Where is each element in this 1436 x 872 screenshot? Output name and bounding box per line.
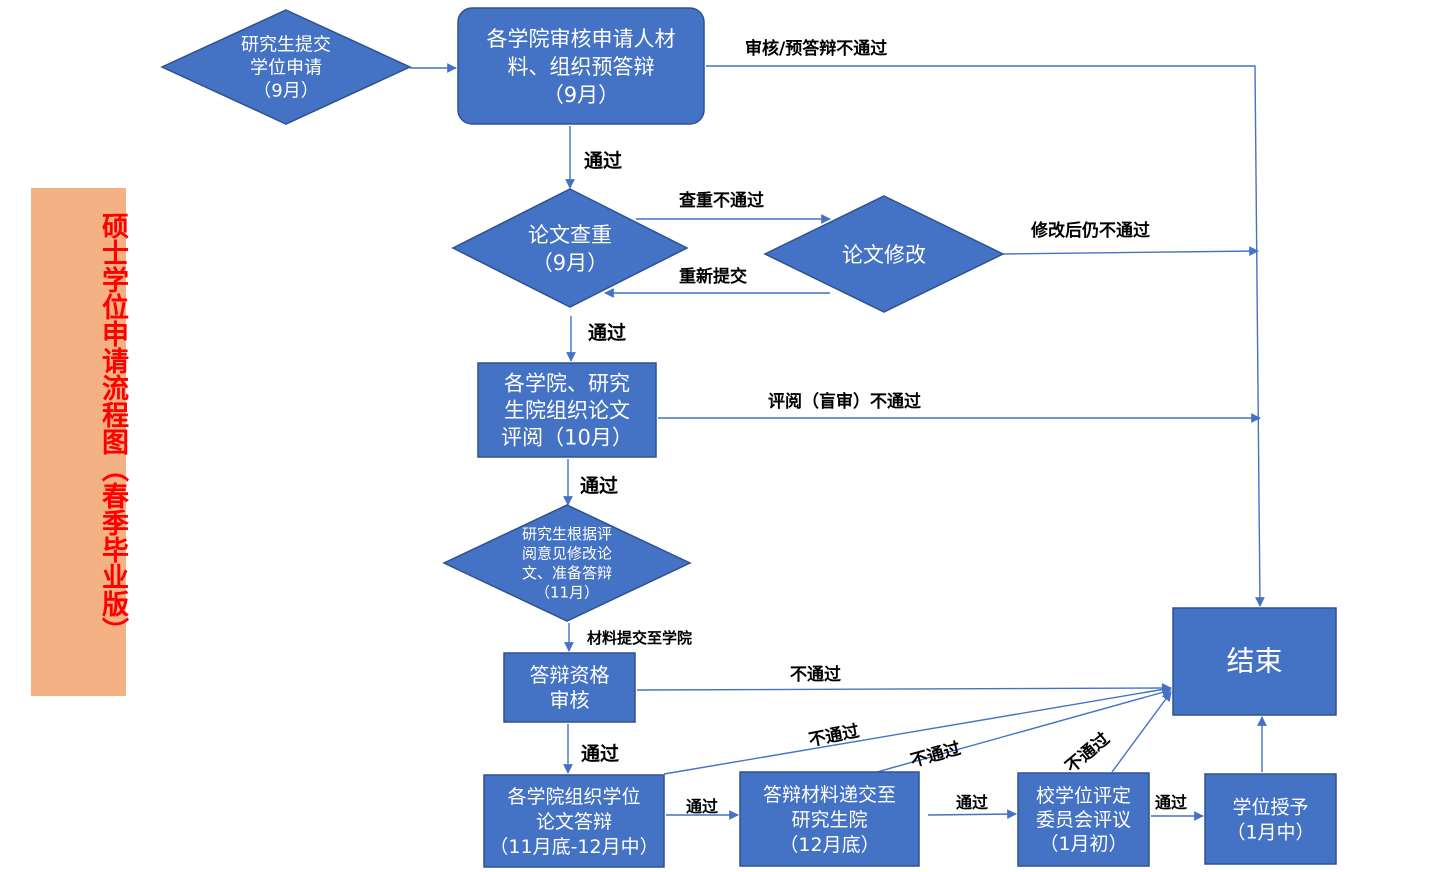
node-modify-label-line: 研究生根据评	[522, 525, 612, 543]
node-qualify-label-line: 审核	[550, 688, 590, 712]
node-committee-label-line: 委员会评议	[1036, 809, 1131, 831]
edge-revise-end	[1002, 246, 1259, 257]
node-end: 结束	[1172, 607, 1337, 716]
edge-label-review-fail: 审核/预答辩不通过	[745, 38, 887, 59]
node-blind-label-line: 各学院、研究	[504, 372, 630, 396]
node-modify-label-line: 阅意见修改论	[522, 545, 612, 563]
node-qualify-shape	[503, 652, 636, 723]
node-materials-label-line: （12月底）	[779, 834, 879, 856]
flowchart-title: 硕士学位申请流程图（春季毕业版）	[97, 212, 128, 644]
node-qualify-label-line: 答辩资格	[530, 663, 610, 687]
edge-label-pass4: 通过	[581, 743, 619, 765]
edge-label-pass1: 通过	[584, 150, 622, 172]
edge-label-blind-fail: 评阅（盲审）不通过	[768, 391, 921, 412]
edge-label-defense-pass: 通过	[686, 797, 718, 816]
edge-qualify-end	[636, 683, 1172, 693]
edge-review-end	[706, 65, 1265, 607]
node-check-label-line: 论文查重	[528, 223, 612, 247]
node-grant-shape	[1204, 773, 1337, 865]
edge-committee-end	[1111, 691, 1172, 773]
edge-label-materials-pass: 通过	[956, 793, 988, 812]
node-grant: 学位授予 （1月中）	[1204, 773, 1337, 865]
node-review-label-line: 各学院审核申请人材	[487, 27, 676, 51]
node-defense-label-line: 各学院组织学位	[507, 786, 640, 808]
node-end-label-line: 结束	[1226, 644, 1282, 677]
edge-label-materials-submit: 材料提交至学院	[587, 629, 692, 647]
node-blind-shape	[477, 362, 657, 458]
edge-label-committee-pass: 通过	[1155, 793, 1187, 812]
node-check-label-line: （9月）	[532, 251, 608, 275]
node-materials-label-line: 研究生院	[791, 809, 867, 831]
node-modify-label-line: （11月）	[535, 584, 599, 602]
edge-label-qualify-fail: 不通过	[790, 665, 841, 685]
edge-label-check-fail: 查重不通过	[678, 190, 764, 211]
node-revise-label-line: 论文修改	[842, 243, 926, 267]
node-defense-label-line: 论文答辩	[536, 811, 612, 833]
node-submit-label-line: 研究生提交	[241, 34, 331, 55]
node-materials-label-line: 答辩材料递交至	[763, 784, 896, 806]
edge-materials-committee	[927, 809, 1017, 819]
node-review-shape	[457, 7, 705, 125]
edge-label-materials-fail: 不通过	[908, 739, 962, 772]
node-blind-label-line: 生院组织论文	[504, 399, 630, 423]
edge-label-defense-fail: 不通过	[807, 721, 861, 750]
edge-label-pass3: 通过	[580, 475, 618, 497]
node-revise-shape	[763, 195, 1005, 313]
edge-label-revise-fail: 修改后仍不通过	[1030, 220, 1150, 241]
node-materials-shape	[739, 771, 920, 867]
node-check-shape	[451, 188, 689, 308]
node-committee-shape	[1017, 772, 1150, 867]
node-review-label-line: （9月）	[543, 83, 619, 107]
node-defense-shape	[483, 774, 665, 868]
node-committee-label-line: （1月初）	[1039, 833, 1127, 855]
node-review-label-line: 料、组织预答辩	[508, 55, 655, 79]
node-grant-label-line: （1月中）	[1226, 822, 1314, 844]
title-panel	[31, 188, 126, 696]
edge-label-committee-fail: 不通过	[1062, 729, 1114, 777]
node-modify-label-line: 文、准备答辩	[522, 564, 612, 582]
edge-materials-end	[876, 687, 1172, 773]
node-end-shape	[1172, 607, 1337, 716]
node-submit-label-line: 学位申请	[250, 57, 322, 78]
node-defense-label-line: （11月底-12月中）	[489, 836, 658, 858]
node-grant-label-line: 学位授予	[1232, 797, 1308, 819]
node-submit-label-line: （9月）	[253, 80, 318, 101]
node-revise: 论文修改	[763, 195, 1005, 313]
edge-label-resubmit: 重新提交	[679, 266, 747, 287]
edge-defense-end	[663, 684, 1172, 775]
node-check: 论文查重 （9月）	[451, 188, 689, 308]
node-blind-label-line: 评阅（10月）	[501, 426, 633, 450]
node-submit-shape	[160, 9, 412, 125]
node-committee-label-line: 校学位评定	[1036, 785, 1131, 807]
edge-label-pass2: 通过	[588, 322, 626, 344]
node-modify-shape	[442, 504, 692, 622]
